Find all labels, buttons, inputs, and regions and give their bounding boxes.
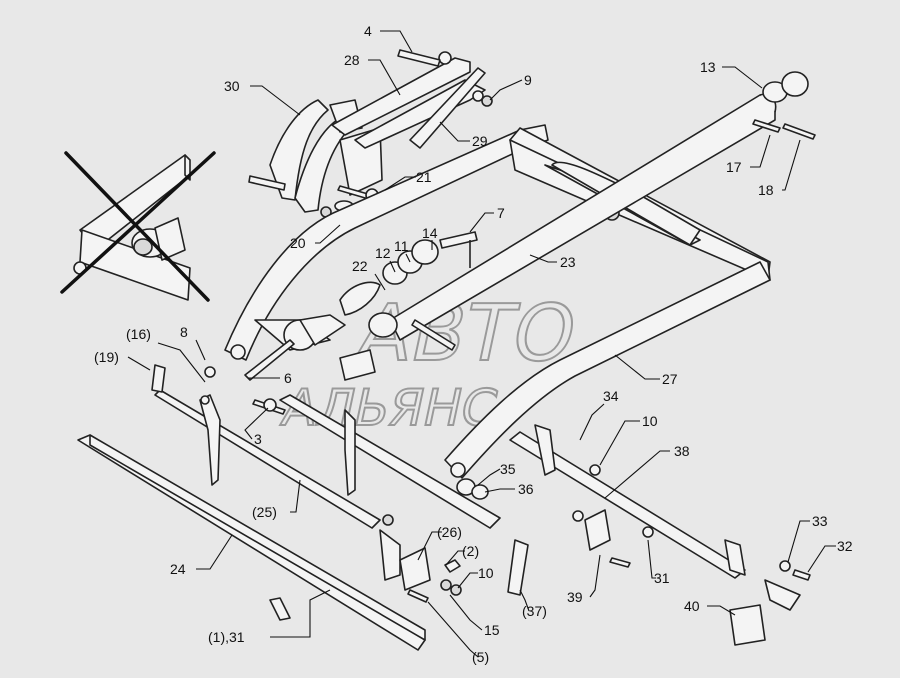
- callout-12: 12: [375, 245, 391, 261]
- callout-40: 40: [684, 598, 700, 614]
- callout-20: 20: [290, 235, 306, 251]
- callout-27: 27: [662, 371, 678, 387]
- watermark: АВТО АЛЬЯНС: [276, 287, 586, 438]
- callout-28: 28: [344, 52, 360, 68]
- callout-3: 3: [254, 431, 262, 447]
- callout-labels: 4 28 9 30 13 29 21 17 18 7 20 14 11 12 2…: [94, 23, 853, 665]
- main-frame: [224, 93, 777, 479]
- obsolete-hitch-part: [60, 151, 216, 302]
- callout-38: 38: [674, 443, 690, 459]
- callout-16: (16): [126, 326, 151, 342]
- callout-1-31: (1),31: [208, 629, 245, 645]
- callout-22: 22: [352, 258, 368, 274]
- callout-32: 32: [837, 538, 853, 554]
- callout-13: 13: [700, 59, 716, 75]
- callout-15: 15: [484, 622, 500, 638]
- spring-assembly: [244, 71, 816, 381]
- callout-29: 29: [472, 133, 488, 149]
- leader-lines: [127, 30, 836, 658]
- callout-10a: 10: [642, 413, 658, 429]
- right-crossbar: [456, 424, 811, 646]
- callout-6: 6: [284, 370, 292, 386]
- callout-8: 8: [180, 324, 188, 340]
- callout-19: (19): [94, 349, 119, 365]
- callout-11: 11: [394, 238, 409, 254]
- callout-35: 35: [500, 461, 516, 477]
- cross-out-line-2: [60, 151, 216, 294]
- cross-out-line-1: [64, 151, 210, 302]
- callout-18: 18: [758, 182, 774, 198]
- callout-5: (5): [472, 649, 489, 665]
- callout-30: 30: [224, 78, 240, 94]
- watermark-line2: АЛЬЯНС: [277, 379, 503, 437]
- linkage-arms: [248, 49, 493, 218]
- callout-21: 21: [416, 169, 432, 185]
- callout-33: 33: [812, 513, 828, 529]
- callout-10b: 10: [478, 565, 494, 581]
- callout-24: 24: [170, 561, 186, 577]
- callout-31: 31: [654, 570, 670, 586]
- lower-crossbars: [77, 364, 529, 651]
- callout-23: 23: [560, 254, 576, 270]
- callout-17: 17: [726, 159, 742, 175]
- callout-9: 9: [524, 72, 532, 88]
- callout-34: 34: [603, 388, 619, 404]
- callout-36: 36: [518, 481, 534, 497]
- callout-25: (25): [252, 504, 277, 520]
- hardware: [269, 514, 462, 621]
- callout-39: 39: [567, 589, 583, 605]
- callout-2: (2): [462, 543, 479, 559]
- callout-14: 14: [422, 225, 438, 241]
- callout-26: (26): [437, 524, 462, 540]
- callout-4: 4: [364, 23, 372, 39]
- callout-7: 7: [497, 205, 505, 221]
- callout-37: (37): [522, 603, 547, 619]
